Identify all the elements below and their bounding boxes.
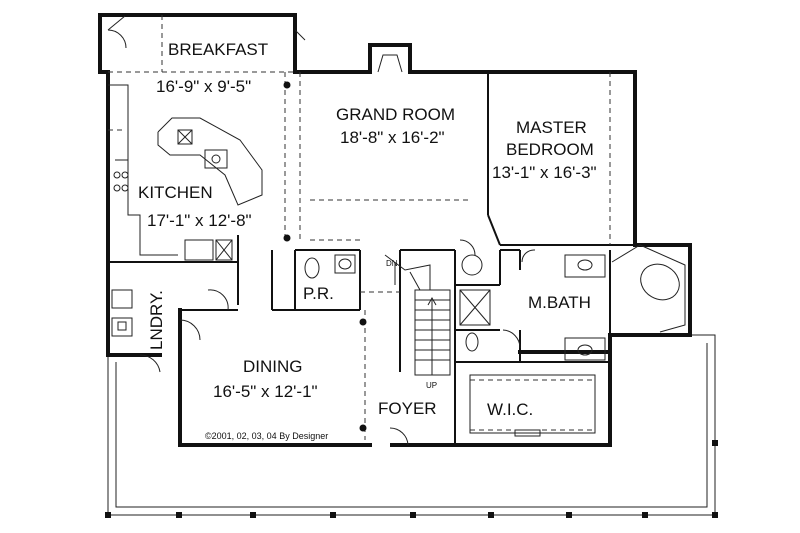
master-bedroom-name-line1: MASTER: [516, 118, 587, 137]
master-bedroom-dims: 13'-1" x 16'-3": [492, 163, 597, 182]
breakfast-name: BREAKFAST: [168, 40, 268, 59]
master-bath-fixtures: [459, 244, 686, 361]
kitchen-dims: 17'-1" x 12'-8": [147, 211, 252, 230]
kitchen-counters: [108, 84, 233, 261]
stairs: [384, 254, 451, 376]
dining-dims: 16'-5" x 12'-1": [213, 382, 318, 401]
laundry-name: LNDRY.: [147, 290, 166, 350]
grand-room-name: GRAND ROOM: [336, 105, 455, 124]
porch: [105, 334, 718, 518]
copyright-note: ©2001, 02, 03, 04 By Designer: [205, 431, 328, 441]
dining-name: DINING: [243, 357, 303, 376]
master-bath-name: M.BATH: [528, 293, 591, 312]
kitchen-name: KITCHEN: [138, 183, 213, 202]
stairs-up-label: UP: [426, 381, 437, 390]
kitchen-island: [157, 117, 263, 206]
stairs-down-label: DN: [386, 259, 398, 268]
wic-name: W.I.C.: [487, 400, 533, 419]
powder-room-fixtures: [304, 254, 356, 279]
breakfast-dims: 16'-9" x 9'-5": [156, 77, 251, 96]
columns: [283, 81, 367, 432]
wic-shelving: [469, 374, 596, 437]
doors: [107, 15, 536, 446]
grand-room-dims: 18'-8" x 16'-2": [340, 128, 445, 147]
dashed-lines: [108, 15, 611, 440]
room-labels: BREAKFAST 16'-9" x 9'-5" GRAND ROOM 18'-…: [138, 40, 597, 441]
fireplace: [377, 54, 403, 73]
powder-room-name: P.R.: [303, 284, 334, 303]
master-bedroom-name-line2: BEDROOM: [506, 140, 594, 159]
foyer-name: FOYER: [378, 399, 437, 418]
interior-walls: [108, 72, 635, 445]
laundry-appliances: [111, 289, 133, 337]
